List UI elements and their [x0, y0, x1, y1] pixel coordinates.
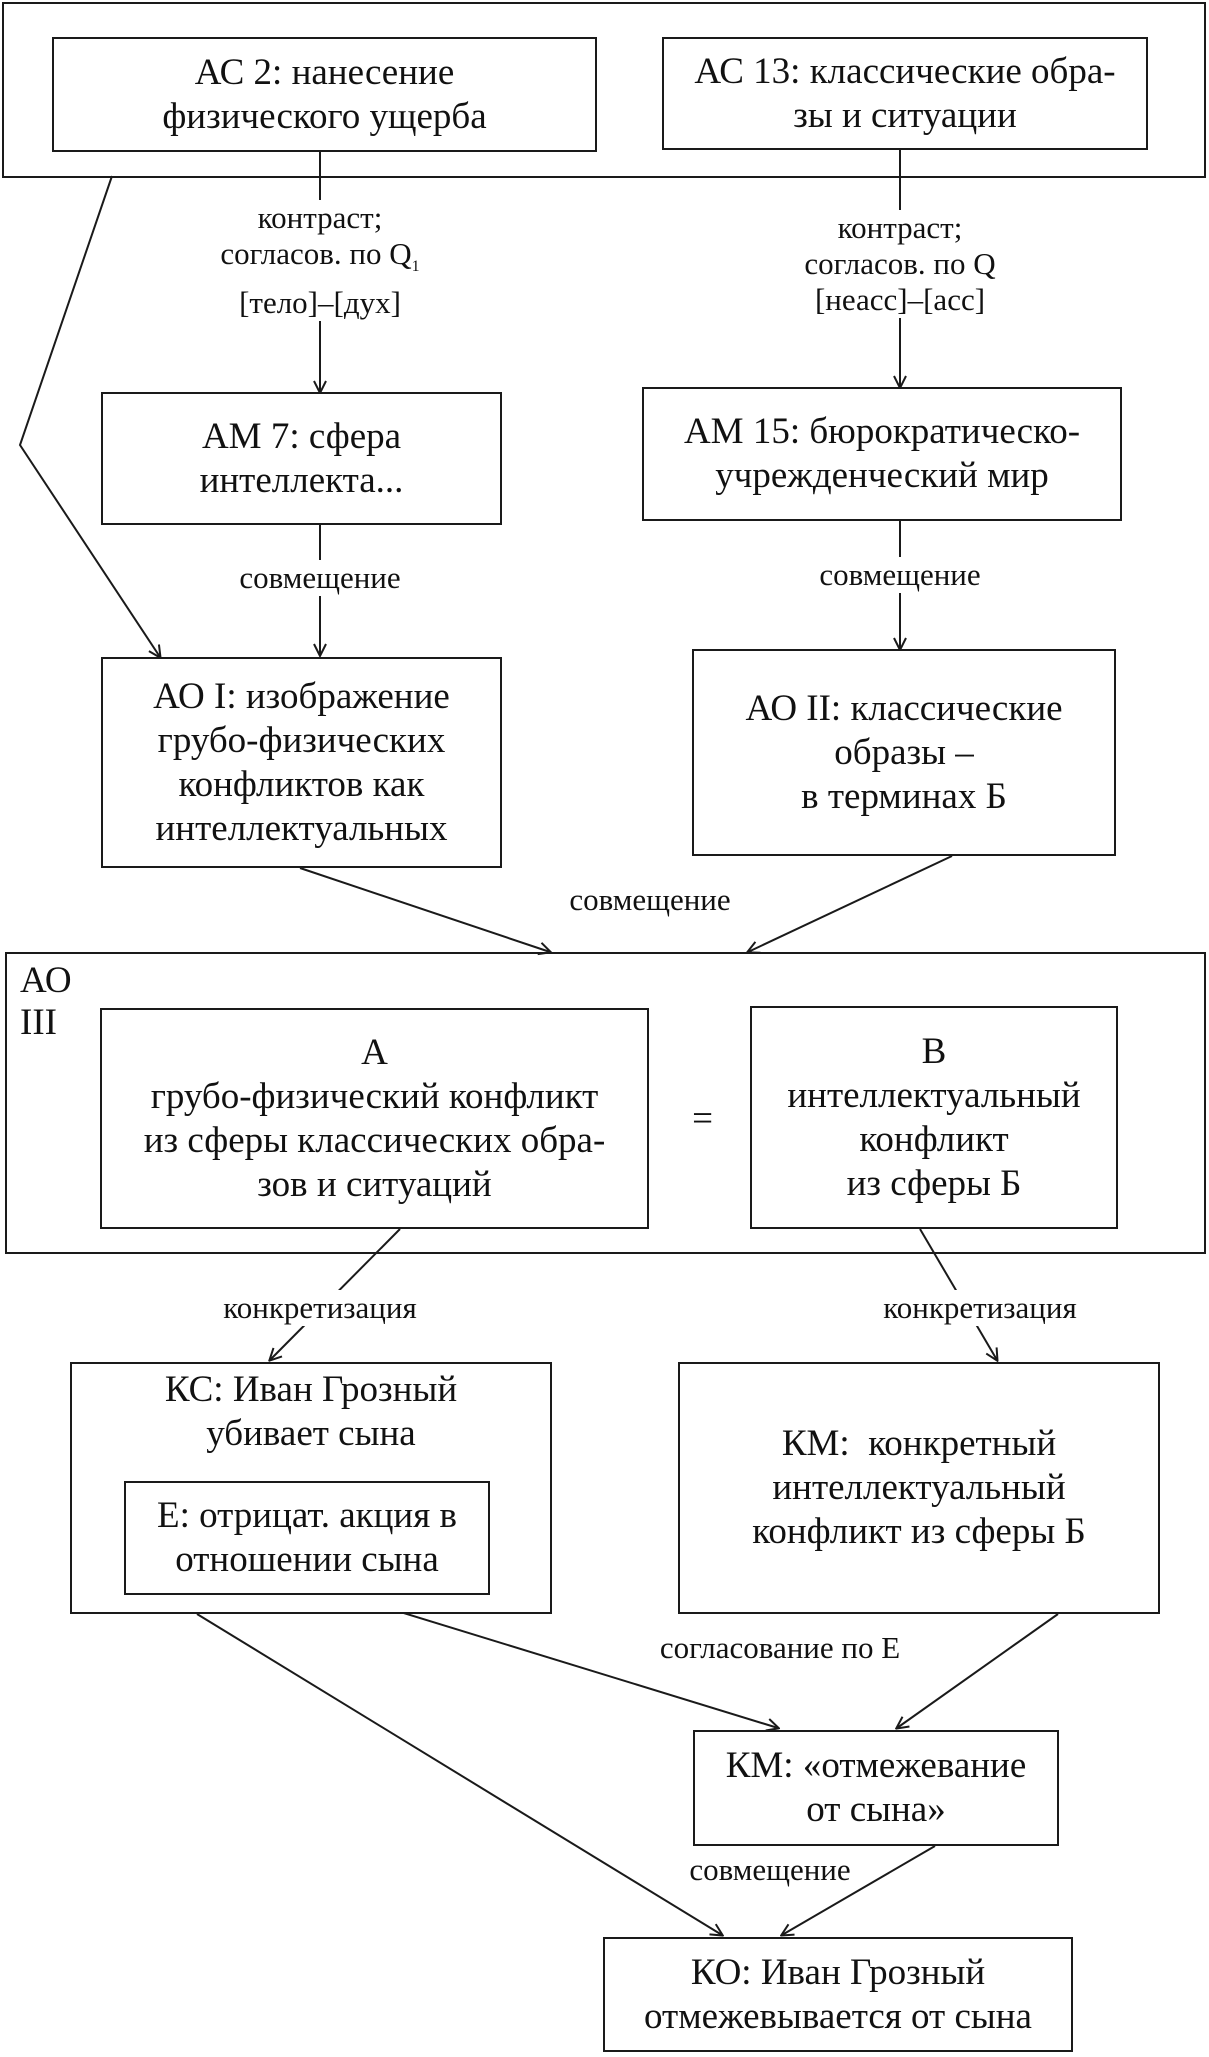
ao3-label-line-1: АО: [20, 960, 72, 1001]
e-line-2: отношении сына: [175, 1539, 439, 1580]
ko-line-1: КО: Иван Грозный: [690, 1951, 986, 1993]
ao1-line-1: АО I: изображение: [153, 675, 450, 717]
node-km-dissociation: [693, 1730, 1059, 1846]
ao3-frame: [5, 952, 1206, 1254]
left-contrast-line-3: [тело]–[дух]: [239, 285, 401, 321]
node-ks-text: КС: Иван Грозный убивает сына: [70, 1368, 552, 1456]
am7-line-1: АМ 7: сфера: [201, 415, 402, 457]
node-ac2-text: АС 2: нанесение физического ущерба: [52, 37, 597, 152]
edge-km1-km2: [897, 1613, 1059, 1728]
am15-line-1: АМ 15: бюрократическо-: [683, 411, 1081, 452]
bottom-merge-text: совмещение: [689, 1852, 851, 1887]
node-ao1-text: АО I: изображение грубо-физических конфл…: [101, 657, 502, 868]
ac2-line-1: АС 2: нанесение: [194, 51, 455, 93]
node-am15: [642, 387, 1122, 521]
node-am7-text: АМ 7: сфера интеллекта...: [101, 392, 502, 525]
km1-line-2: интеллектуальный: [772, 1467, 1066, 1508]
label-center-merge: совмещение: [520, 882, 780, 918]
ac13-line-2: зы и ситуации: [793, 94, 1017, 136]
node-am7: [101, 392, 502, 525]
ao2-line-2: образы –: [834, 731, 974, 773]
ko-line-2: отмежевывается от сына: [644, 1995, 1032, 2037]
km1-line-1: КМ: конкретный: [781, 1423, 1057, 1464]
am7-line-2: интеллекта...: [199, 459, 404, 501]
edge-frame-ao1: [18, 175, 160, 657]
b-line-4: из сферы Б: [846, 1162, 1022, 1204]
label-agreement: согласование по Е: [610, 1630, 950, 1666]
km2-line-2: от сына»: [806, 1789, 946, 1830]
center-merge-text: совмещение: [569, 882, 731, 917]
node-e: [124, 1481, 490, 1595]
ac2-line-2: физического ущерба: [162, 95, 487, 137]
ao1-line-4: интеллектуальных: [155, 807, 448, 849]
ac13-line-1: АС 13: классические обра-: [694, 50, 1116, 92]
node-ao2-text: АО II: классические образы – в терминах …: [692, 649, 1116, 856]
km1-line-3: конфликт из сферы Б: [752, 1511, 1086, 1552]
node-km-dissociation-text: КМ: «отмежевание от сына»: [693, 1730, 1059, 1846]
right-concretization-text: конкретизация: [883, 1290, 1077, 1325]
e-line-1: Е: отрицат. акция в: [157, 1495, 457, 1536]
node-km-concrete-text: КМ: конкретный интеллектуальный конфликт…: [678, 1362, 1160, 1614]
node-a-text: А грубо-физический конфликт из сферы кла…: [100, 1008, 649, 1229]
ks-line-1: КС: Иван Грозный: [164, 1369, 458, 1410]
am15-line-2: учрежденческий мир: [715, 455, 1049, 496]
right-merge-text: совмещение: [819, 557, 981, 592]
a-line-1: А: [361, 1031, 388, 1073]
a-line-2: грубо-физический конфликт: [150, 1075, 599, 1117]
equals-sign: =: [685, 1098, 720, 1140]
left-concretization-text: конкретизация: [223, 1290, 417, 1325]
node-a: [100, 1008, 649, 1229]
edge-ao1-ao3: [299, 867, 550, 952]
a-line-4: зов и ситуаций: [257, 1163, 492, 1205]
edge-ks-ko: [196, 1613, 722, 1935]
label-right-concretization: конкретизация: [840, 1290, 1120, 1326]
b-line-2: интеллектуальный: [787, 1074, 1081, 1116]
node-am15-text: АМ 15: бюрократическо- учрежденческий ми…: [642, 387, 1122, 521]
label-bottom-merge: совмещение: [640, 1852, 900, 1888]
edge-ao2-ao3: [748, 855, 953, 952]
ao2-line-3: в терминах Б: [801, 775, 1007, 817]
left-contrast-line-2: согласов. по Q1: [220, 236, 420, 276]
label-left-concretization: конкретизация: [180, 1290, 460, 1326]
node-b-text: В интеллектуальный конфликт из сферы Б: [750, 1006, 1118, 1229]
equals-text: =: [692, 1098, 713, 1139]
label-right-contrast: контраст; согласов. по Q [неасс]–[асс]: [715, 210, 1085, 318]
ao1-line-2: грубо-физических: [157, 719, 446, 761]
right-contrast-line-1: контраст;: [837, 210, 963, 245]
node-ko-text: КО: Иван Грозный отмежевывается от сына: [603, 1937, 1073, 2052]
node-ac2: [52, 37, 597, 152]
node-ao2: [692, 649, 1116, 856]
edge-km2-ko: [782, 1845, 936, 1935]
label-left-contrast: контраст; согласов. по Q1 [тело]–[дух]: [135, 200, 505, 322]
node-ac13: [662, 37, 1148, 150]
left-merge-text: совмещение: [239, 560, 401, 595]
a-line-3: из сферы классических обра-: [143, 1119, 606, 1161]
top-group-frame: [2, 2, 1206, 178]
node-b: [750, 1006, 1118, 1229]
km2-line-1: КМ: «отмежевание: [725, 1745, 1027, 1786]
ao3-label-line-2: III: [20, 1002, 57, 1043]
ao3-label: АО III: [20, 960, 72, 1044]
node-e-text: Е: отрицат. акция в отношении сына: [124, 1481, 490, 1595]
b-line-1: В: [921, 1030, 947, 1072]
ks-line-2: убивает сына: [206, 1413, 416, 1454]
agreement-text: согласование по Е: [659, 1630, 901, 1665]
label-right-merge: совмещение: [770, 557, 1030, 593]
left-contrast-line-1: контраст;: [257, 200, 383, 235]
label-left-merge: совмещение: [190, 560, 450, 596]
ao2-line-1: АО II: классические: [745, 687, 1063, 729]
q-subscript: 1: [411, 258, 420, 276]
node-ao1: [101, 657, 502, 868]
right-contrast-line-2: согласов. по Q: [804, 246, 996, 281]
node-km-concrete: [678, 1362, 1160, 1614]
node-ko: [603, 1937, 1073, 2052]
right-contrast-line-3: [неасс]–[асс]: [814, 282, 986, 317]
ao1-line-3: конфликтов как: [178, 763, 425, 805]
b-line-3: конфликт: [859, 1118, 1009, 1160]
edge-e-km2: [344, 1594, 778, 1728]
node-ac13-text: АС 13: классические обра- зы и ситуации: [662, 37, 1148, 150]
